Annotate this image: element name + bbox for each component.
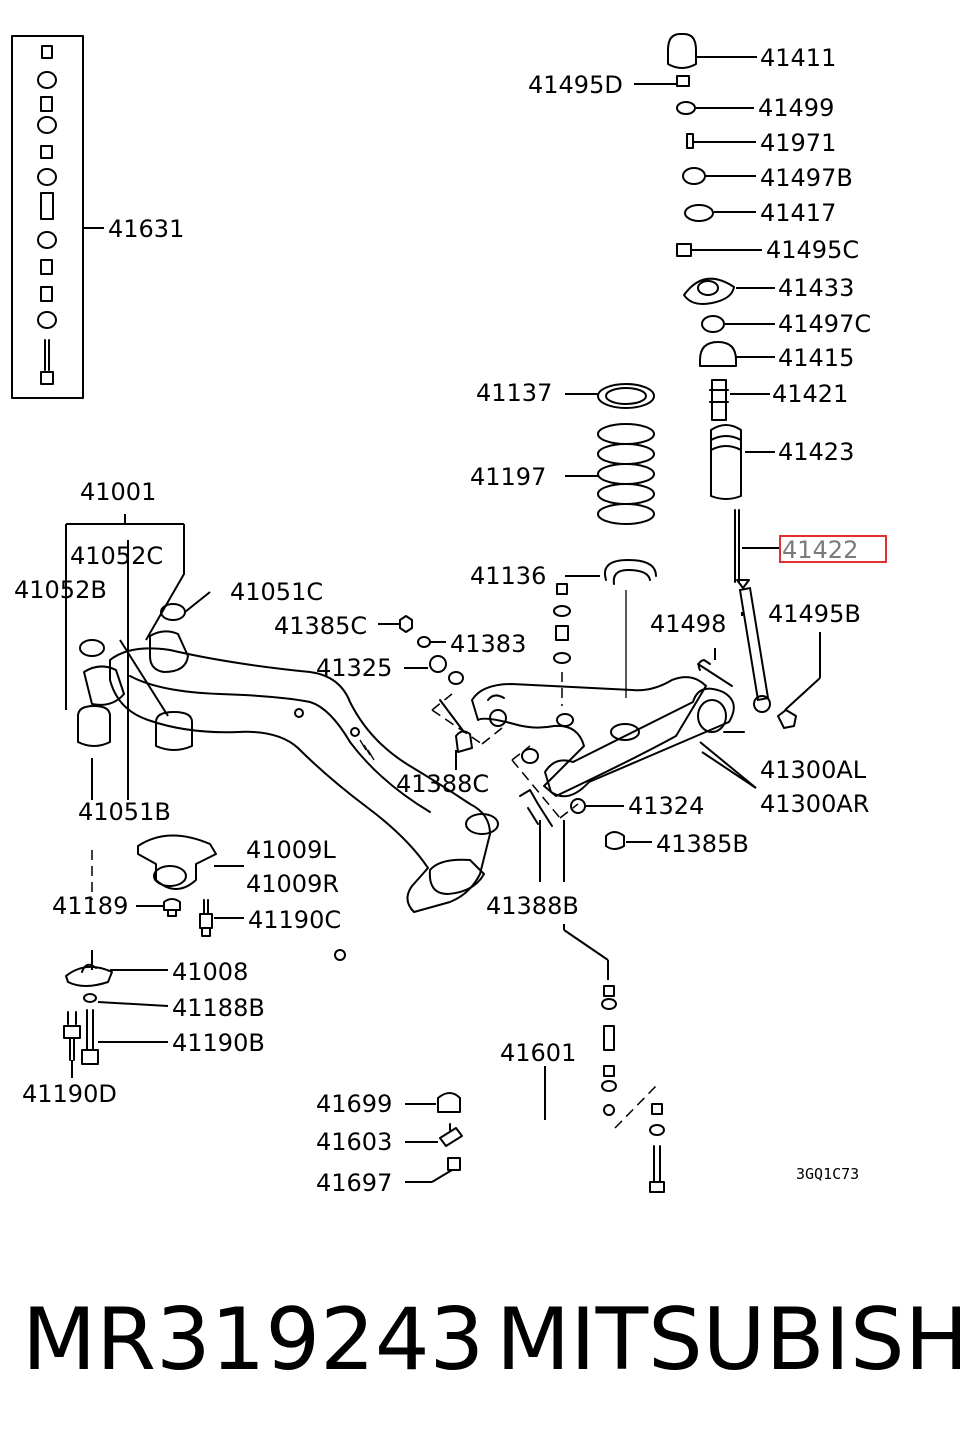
- label-41631: 41631: [108, 215, 184, 243]
- stabilizer-link-illustration: [431, 693, 665, 1193]
- label-41190D: 41190D: [22, 1080, 117, 1108]
- label-41197: 41197: [470, 463, 546, 491]
- part-labels: 41411 41495D 41499 41971 41497B 41417 41…: [14, 44, 871, 1197]
- label-41300AL: 41300AL: [760, 756, 867, 784]
- label-41495C: 41495C: [766, 236, 859, 264]
- label-41423: 41423: [778, 438, 854, 466]
- label-41385B: 41385B: [656, 830, 749, 858]
- coil-spring-illustration: [565, 383, 657, 698]
- crossmember-bushings-illustration: [65, 514, 211, 800]
- hardware-illustration: [378, 615, 652, 850]
- label-41603: 41603: [316, 1128, 392, 1156]
- label-41699: 41699: [316, 1090, 392, 1118]
- label-41388C: 41388C: [396, 770, 489, 798]
- brand-name: MITSUBISHI: [496, 1290, 960, 1390]
- label-41051B: 41051B: [78, 798, 171, 826]
- label-41499: 41499: [758, 94, 834, 122]
- label-41136: 41136: [470, 562, 546, 590]
- label-41417: 41417: [760, 199, 836, 227]
- label-41190B: 41190B: [172, 1029, 265, 1057]
- drawing-code: 3GQ1C73: [796, 1165, 859, 1183]
- strut-stack-illustration: [634, 33, 780, 713]
- label-41001: 41001: [80, 478, 156, 506]
- label-41601: 41601: [500, 1039, 576, 1067]
- label-41383: 41383: [450, 630, 526, 658]
- label-41495D: 41495D: [528, 71, 623, 99]
- label-41971: 41971: [760, 129, 836, 157]
- stabilizer-bar-illustration: [287, 949, 615, 1183]
- footer-caption: MR319243 MITSUBISHI: [22, 1290, 960, 1390]
- label-41497B: 41497B: [760, 164, 853, 192]
- center-bushings-illustration: [553, 583, 571, 706]
- label-41188B: 41188B: [172, 994, 265, 1022]
- kit-41631-illustration: [11, 35, 104, 399]
- label-41189: 41189: [52, 892, 128, 920]
- label-41009R: 41009R: [246, 870, 339, 898]
- label-41697: 41697: [316, 1169, 392, 1197]
- part-number: MR319243: [22, 1290, 485, 1390]
- lower-arm-illustration: [471, 612, 821, 798]
- label-41388B: 41388B: [486, 892, 579, 920]
- label-41433: 41433: [778, 274, 854, 302]
- label-41385C: 41385C: [274, 612, 367, 640]
- label-41498: 41498: [650, 610, 726, 638]
- label-41190C: 41190C: [248, 906, 341, 934]
- label-41325: 41325: [316, 654, 392, 682]
- mount-bracket-illustration: [63, 834, 244, 1078]
- label-41415: 41415: [778, 344, 854, 372]
- label-41137: 41137: [476, 379, 552, 407]
- label-41497C: 41497C: [778, 310, 871, 338]
- label-41324: 41324: [628, 792, 704, 820]
- label-41052B: 41052B: [14, 576, 107, 604]
- highlight-box: [779, 535, 887, 563]
- crossmember-illustration: [83, 630, 499, 913]
- label-41008: 41008: [172, 958, 248, 986]
- label-41300AR: 41300AR: [760, 790, 869, 818]
- label-41411: 41411: [760, 44, 836, 72]
- label-41052C: 41052C: [70, 542, 163, 570]
- label-41009L: 41009L: [246, 836, 336, 864]
- label-41422: 41422: [782, 536, 858, 564]
- label-41051C: 41051C: [230, 578, 323, 606]
- label-41421: 41421: [772, 380, 848, 408]
- label-41495B: 41495B: [768, 600, 861, 628]
